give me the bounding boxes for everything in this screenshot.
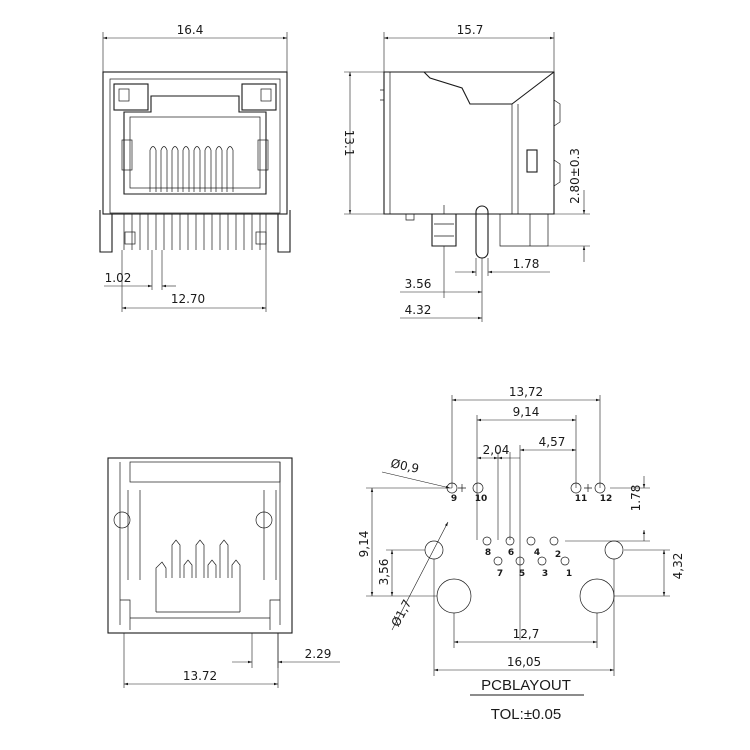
pcb-led-hole-dia: Ø0,9 — [389, 456, 420, 476]
pin-label-3: 3 — [542, 569, 548, 579]
pin-label-4: 4 — [534, 548, 540, 558]
front-rj45-opening — [123, 95, 267, 195]
pcb-locating-hole-right — [604, 540, 624, 560]
pcb-outer-spacing-dim: 16,05 — [507, 655, 541, 669]
rear-width-dim: 13.72 — [183, 669, 217, 683]
rear-view: 13.72 2.29 — [107, 457, 340, 688]
pcb-left-low-dim: 3,56 — [377, 559, 391, 586]
front-view: 16.4 1.02 12.70 — [99, 23, 291, 312]
pin-label-10: 10 — [475, 494, 488, 504]
rear-body-outline — [107, 457, 293, 634]
pcb-peg-spacing-dim: 12,7 — [513, 627, 540, 641]
pin-label-2: 2 — [555, 550, 561, 560]
pcb-layout-title: PCBLAYOUT — [481, 677, 571, 694]
side-body-outline — [383, 71, 555, 215]
side-height-dim: 13.1 — [342, 130, 356, 157]
side-peg — [431, 214, 457, 247]
pcb-signal-holes — [482, 536, 570, 566]
pin-label-7: 7 — [497, 569, 503, 579]
side-peg-height-dim: 2.80±0.3 — [568, 148, 582, 204]
side-depth-dim: 15.7 — [457, 23, 484, 37]
front-width-dim: 16.4 — [177, 23, 204, 37]
front-pins — [123, 214, 267, 250]
pin-label-1: 1 — [566, 569, 572, 579]
pcb-big-hole-dia: Ø1,7 — [389, 597, 415, 629]
pcb-led-span-dim: 9,14 — [513, 405, 540, 419]
pcb-mount-hole-left — [436, 578, 472, 614]
rear-latch-right — [255, 511, 273, 529]
side-latch — [526, 149, 538, 173]
side-view: 15.7 13.1 2.80±0.3 1.78 3.56 4.32 — [342, 23, 590, 322]
front-pitch-dim: 1.02 — [105, 271, 132, 285]
side-peg-b-dim: 4.32 — [405, 303, 432, 317]
pcb-total-span-dim: 13,72 — [509, 385, 543, 399]
rear-foot-dim: 2.29 — [305, 647, 332, 661]
rear-latch-left — [113, 511, 131, 529]
front-led-window-left — [113, 83, 149, 111]
front-led-window-right — [241, 83, 277, 111]
rear-contacts — [155, 539, 241, 612]
front-body-outline — [102, 71, 288, 215]
pcb-left-height-dim: 9,14 — [357, 531, 371, 558]
front-pin-span-dim: 12.70 — [171, 292, 205, 306]
pcb-layout: 13,72 9,14 2,04 4,57 9 10 11 12 — [357, 385, 685, 723]
pin-label-8: 8 — [485, 548, 491, 558]
front-contacts — [149, 146, 234, 192]
side-peg-a-dim: 3.56 — [405, 277, 432, 291]
pcb-tolerance: TOL:±0.05 — [491, 706, 562, 723]
pin-label-11: 11 — [575, 494, 588, 504]
pin-label-6: 6 — [508, 548, 514, 558]
pin-label-9: 9 — [451, 494, 457, 504]
pcb-mount-hole-right — [579, 578, 615, 614]
pin-label-5: 5 — [519, 569, 525, 579]
pcb-locating-hole-left — [424, 540, 444, 560]
pcb-row-offset-dim: 2,04 — [483, 443, 510, 457]
pcb-row-spacing-dim: 1.78 — [629, 485, 643, 512]
pin-label-12: 12 — [600, 494, 613, 504]
pcb-led-holes — [446, 482, 606, 494]
side-slot-dim: 1.78 — [513, 257, 540, 271]
pcb-right-height-dim: 4,32 — [671, 553, 685, 580]
pcb-half-span-dim: 4,57 — [539, 435, 566, 449]
